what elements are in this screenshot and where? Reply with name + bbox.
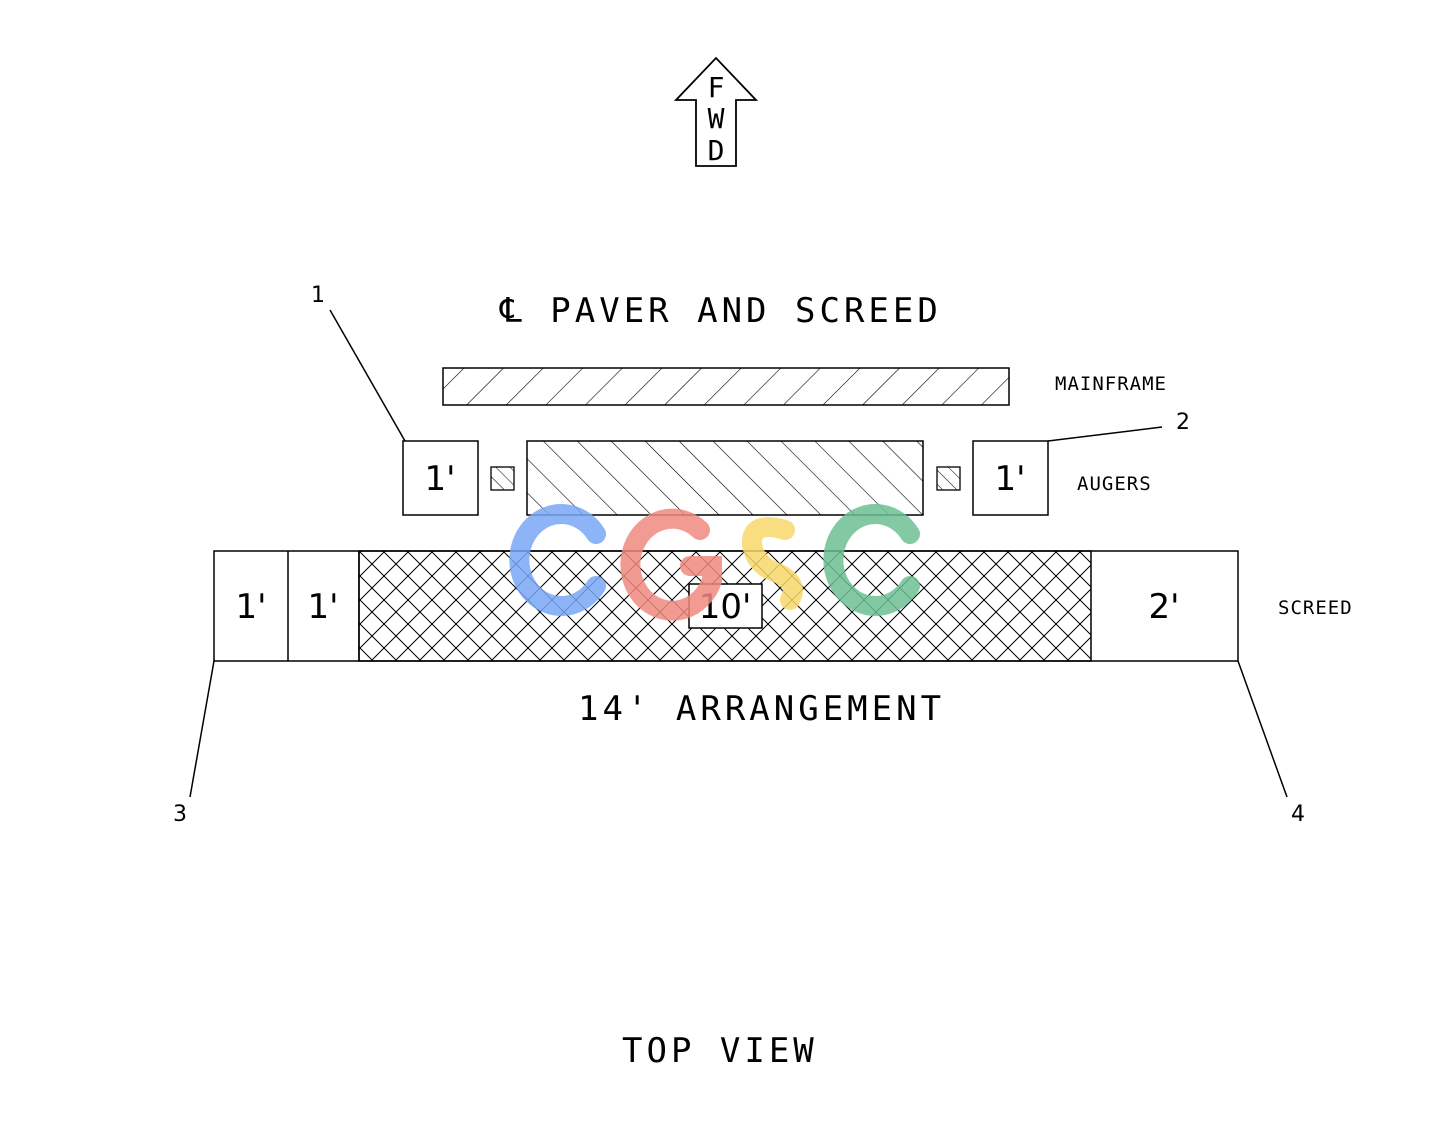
view-label: TOP VIEW	[622, 1031, 818, 1071]
callout-3: 3	[173, 660, 215, 827]
mainframe-label: MAINFRAME	[1055, 373, 1167, 395]
screed-section-2-label: 1'	[308, 587, 339, 627]
screed-label: SCREED	[1278, 597, 1353, 619]
watermark-letter-c1	[509, 504, 606, 616]
augers-label: AUGERS	[1077, 473, 1152, 495]
watermark-letter-g	[620, 508, 722, 621]
diagram-title: ℄ PAVER AND SCREED	[499, 291, 942, 331]
forward-arrow-icon: F W D	[673, 56, 759, 167]
callout-2: 2	[1047, 410, 1190, 442]
callout-4: 4	[1237, 660, 1305, 827]
screed-section-1-label: 1'	[236, 587, 267, 627]
callout-1-number: 1	[311, 283, 325, 308]
auger-center	[526, 440, 924, 516]
arrangement-label: 14' ARRANGEMENT	[578, 689, 945, 729]
auger-right-extension-label: 1'	[995, 459, 1026, 499]
auger-left-drive	[490, 466, 515, 491]
arrow-letter-d: D	[708, 134, 725, 167]
arrow-letter-f: F	[708, 71, 725, 104]
callout-2-number: 2	[1176, 410, 1190, 435]
cgsc-watermark	[509, 504, 920, 621]
watermark-letter-s	[741, 517, 803, 610]
auger-right-extension	[972, 440, 1049, 516]
screed-section-4-label: 2'	[1149, 587, 1180, 627]
callout-4-number: 4	[1291, 802, 1305, 827]
auger-right-drive	[936, 466, 961, 491]
callout-1: 1	[311, 283, 406, 442]
arrow-letter-w: W	[708, 102, 725, 135]
auger-left-extension-label: 1'	[425, 459, 456, 499]
callout-3-number: 3	[173, 802, 187, 827]
watermark-letter-c2	[823, 504, 920, 616]
mainframe-bar	[442, 367, 1010, 406]
auger-left-extension	[402, 440, 479, 516]
